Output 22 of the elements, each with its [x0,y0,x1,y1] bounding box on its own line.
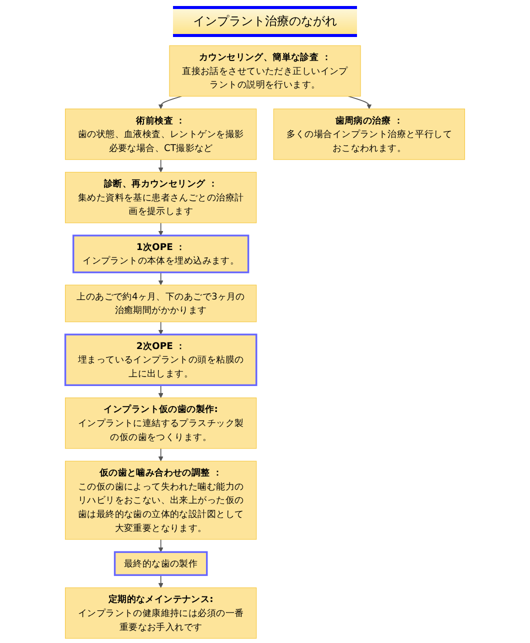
node-box: 歯周病の治療 ： 多くの場合インプラント治療と平行しておこなわれます。 [273,108,465,160]
arrow [158,96,182,110]
arrow [158,321,164,335]
title: インプラント治療のながれ [173,6,357,37]
node-box: 最終的な歯の製作 [114,551,208,576]
node-box: 上のあごで約4ヶ月、下のあごで3ヶ月の治癒期間がかかります [65,284,257,322]
arrow [158,448,164,462]
node-box: カウンセリング、簡単な診査 ： 直接お話をさせていただき正しいインプラントの説明を行います。 [169,45,361,97]
arrow [158,574,164,588]
node-box: 定期的なメインテナンス: インプラントの健康維持には必須の一番重要なお手入れです [65,587,257,639]
node-box: 診断、再カウンセリング ： 集めた資料を基に患者さんごとの治療計画を提示します [65,172,257,224]
arrow [348,96,372,110]
arrow [158,272,164,286]
node-box: 仮の歯と噛み合わせの調整 ： この仮の歯によって失われた噛む能力のリハビリをおこない、出来上がった仮の歯は最終的な歯の立体的な設計図として大変重要となります。 [65,460,257,540]
arrow [158,384,164,398]
arrow [158,538,164,552]
node-box: 術前検査 ： 歯の状態、血液検査、レントゲンを撮影必要な場合、CT撮影など [65,108,257,160]
node-box: インプラント仮の歯の製作: インプラントに連結するプラスチック製の仮の歯をつくります。 [65,398,257,449]
node-box: 2次OPE ： 埋まっているインプラントの頭を粘膜の上に出します。 [64,334,258,386]
node-box: 1次OPE ： インプラントの本体を埋め込みます。 [72,234,250,274]
arrow [158,222,164,236]
arrow [158,159,164,172]
